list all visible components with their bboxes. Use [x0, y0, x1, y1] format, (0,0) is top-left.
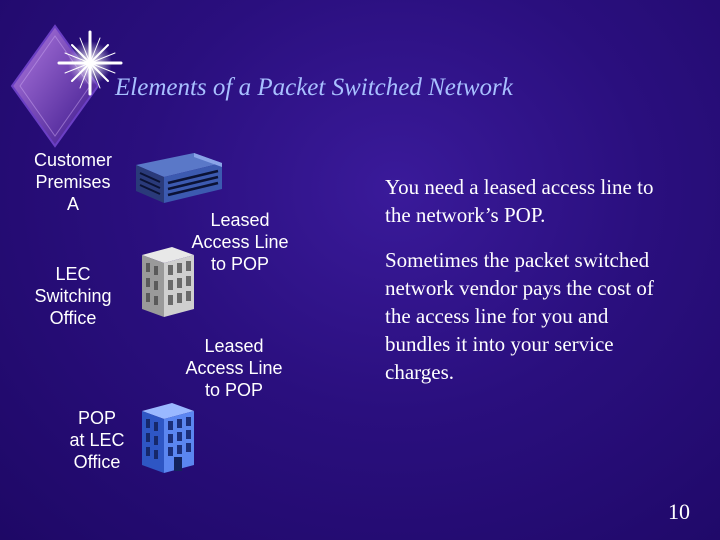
- customer-building-icon: [136, 153, 222, 203]
- page-number: 10: [668, 499, 690, 524]
- paragraph-vendor-pays: Sometimes the packet switched network ve…: [385, 248, 654, 384]
- star-burst-icon: [10, 24, 123, 148]
- paragraph-leased-access: You need a leased access line to the net…: [385, 175, 654, 227]
- lec-office-building-icon: [142, 247, 194, 317]
- pop-label: POP at LEC Office: [69, 408, 125, 472]
- lec-office-label: LEC Switching Office: [34, 264, 112, 328]
- leased-line-upper-label: Leased Access Line to POP: [191, 210, 289, 274]
- leased-line-lower-label: Leased Access Line to POP: [185, 336, 283, 400]
- pop-building-icon: [142, 403, 194, 473]
- page-title: Elements of a Packet Switched Network: [115, 74, 513, 101]
- customer-premises-label: Customer Premises A: [33, 150, 113, 214]
